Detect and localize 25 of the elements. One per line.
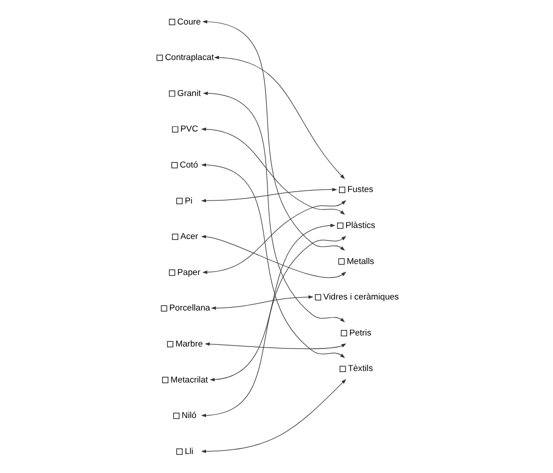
node-label: Petris <box>348 327 371 338</box>
node-label: Vidres i ceràmiques <box>322 292 398 302</box>
node-label: Cotó <box>179 159 198 170</box>
arrow <box>210 295 313 310</box>
node-label: Tèxtils <box>347 363 372 374</box>
node-label: Niló <box>181 410 196 420</box>
node-label: Paper <box>176 266 200 277</box>
node-label: Metalls <box>346 256 374 266</box>
node-label: Metacrilat <box>170 374 208 384</box>
node-label: Plàstics <box>345 220 375 230</box>
node-label: Porcellana <box>168 302 210 313</box>
node-label: Granit <box>176 88 200 98</box>
arrow <box>200 188 337 202</box>
node-label: Marbre <box>174 338 202 348</box>
node-label: Coure <box>176 16 200 26</box>
node-label: Pi <box>184 195 192 206</box>
arrow <box>204 342 346 350</box>
node-label: Lli <box>184 446 193 456</box>
arrow <box>214 56 344 180</box>
node-label: Contraplacat <box>164 52 214 62</box>
node-label: PVC <box>180 124 198 134</box>
arrow <box>209 224 335 382</box>
arrow <box>200 379 346 454</box>
node-label: Acer <box>180 231 198 242</box>
node-label: Fustes <box>346 184 373 194</box>
